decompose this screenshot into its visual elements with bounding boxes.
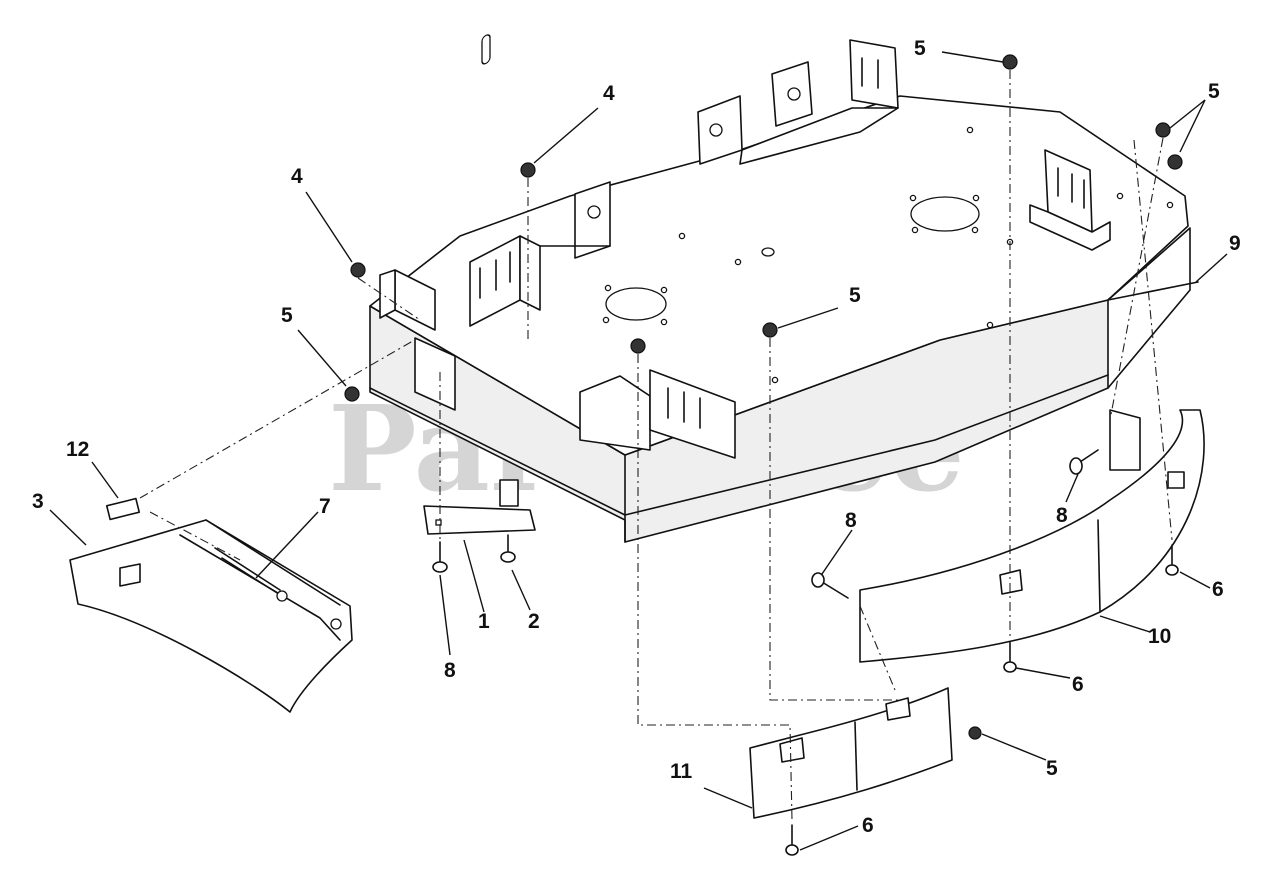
callout-3: 3 xyxy=(32,490,44,513)
bolt-icon xyxy=(1165,544,1179,576)
bolt-icon xyxy=(1069,449,1099,475)
rear-side-bracket xyxy=(1029,149,1111,251)
hole xyxy=(986,321,994,329)
nut-icon xyxy=(762,322,778,338)
callout-6-right: 6 xyxy=(1212,578,1224,601)
callout-8-left: 8 xyxy=(444,659,456,682)
callout-10: 10 xyxy=(1148,625,1171,648)
front-shield-part-11 xyxy=(749,687,953,819)
deck-trim-part-9 xyxy=(1107,281,1199,301)
fasteners xyxy=(344,54,1183,856)
hole xyxy=(1116,192,1124,200)
rear-hitch-brackets xyxy=(697,39,899,165)
nut-icon xyxy=(520,162,536,178)
front-center-bracket xyxy=(579,369,736,459)
assembly-lines xyxy=(139,70,1173,821)
nut-icon xyxy=(630,338,646,354)
hinge-rod-part-7 xyxy=(221,557,283,597)
deck-slot xyxy=(761,247,775,257)
callout-8-middle: 8 xyxy=(845,509,857,532)
belt-cover-part-10 xyxy=(859,409,1205,663)
mower-deck xyxy=(369,34,1191,543)
callout-5-left: 5 xyxy=(281,304,293,327)
hole xyxy=(771,376,779,384)
bolt-icon xyxy=(432,541,448,573)
spindle-opening-left xyxy=(605,287,667,321)
nut-icon xyxy=(350,262,366,278)
hole xyxy=(971,226,979,234)
callout-4-left: 4 xyxy=(291,165,303,188)
callout-9: 9 xyxy=(1229,232,1241,255)
bolt-icon xyxy=(811,572,849,599)
callout-12: 12 xyxy=(66,438,89,461)
callout-5-top: 5 xyxy=(914,37,926,60)
hole xyxy=(602,316,610,324)
bolt-icon xyxy=(500,534,516,563)
front-left-hitch-bracket xyxy=(469,34,611,327)
callout-5-bottom: 5 xyxy=(1046,757,1058,780)
callout-6-bottom: 6 xyxy=(862,814,874,837)
callout-1: 1 xyxy=(478,610,490,633)
nut-icon xyxy=(344,386,360,402)
bolt-icon xyxy=(785,824,799,856)
spindle-opening-right xyxy=(910,196,980,232)
callout-11: 11 xyxy=(670,760,693,783)
hole xyxy=(660,286,668,294)
nut-icon xyxy=(1167,154,1183,170)
discharge-chute-part-3 xyxy=(69,519,353,713)
callout-leaders xyxy=(49,51,1228,851)
nut-icon xyxy=(1155,122,1171,138)
front-channel-bracket xyxy=(379,269,456,411)
hole xyxy=(972,194,980,202)
deck-top-plate xyxy=(369,95,1189,456)
hole xyxy=(678,232,686,240)
hole xyxy=(911,226,919,234)
label-part-12 xyxy=(105,497,141,521)
nut-icon xyxy=(968,726,982,740)
nut-icon xyxy=(1002,54,1018,70)
callout-6-middle: 6 xyxy=(1072,673,1084,696)
bracket-part-1 xyxy=(423,479,536,535)
callout-7: 7 xyxy=(319,495,331,518)
hole xyxy=(1166,201,1174,209)
callout-4-top: 4 xyxy=(603,82,615,105)
callout-labels: 4 4 5 5 5 5 5 9 3 12 7 1 2 8 8 8 6 6 6 1… xyxy=(32,37,1241,837)
hole xyxy=(604,284,612,292)
callout-5-center: 5 xyxy=(849,284,861,307)
hole xyxy=(966,126,974,134)
hole xyxy=(909,194,917,202)
callout-2: 2 xyxy=(528,610,540,633)
hole xyxy=(734,258,742,266)
hole xyxy=(660,318,668,326)
deck-skirt-lip xyxy=(369,374,1109,516)
bolt-icon xyxy=(1003,641,1017,673)
callout-8-right: 8 xyxy=(1056,504,1068,527)
deck-rear-edge xyxy=(1107,227,1191,389)
callout-5-right: 5 xyxy=(1208,80,1220,103)
